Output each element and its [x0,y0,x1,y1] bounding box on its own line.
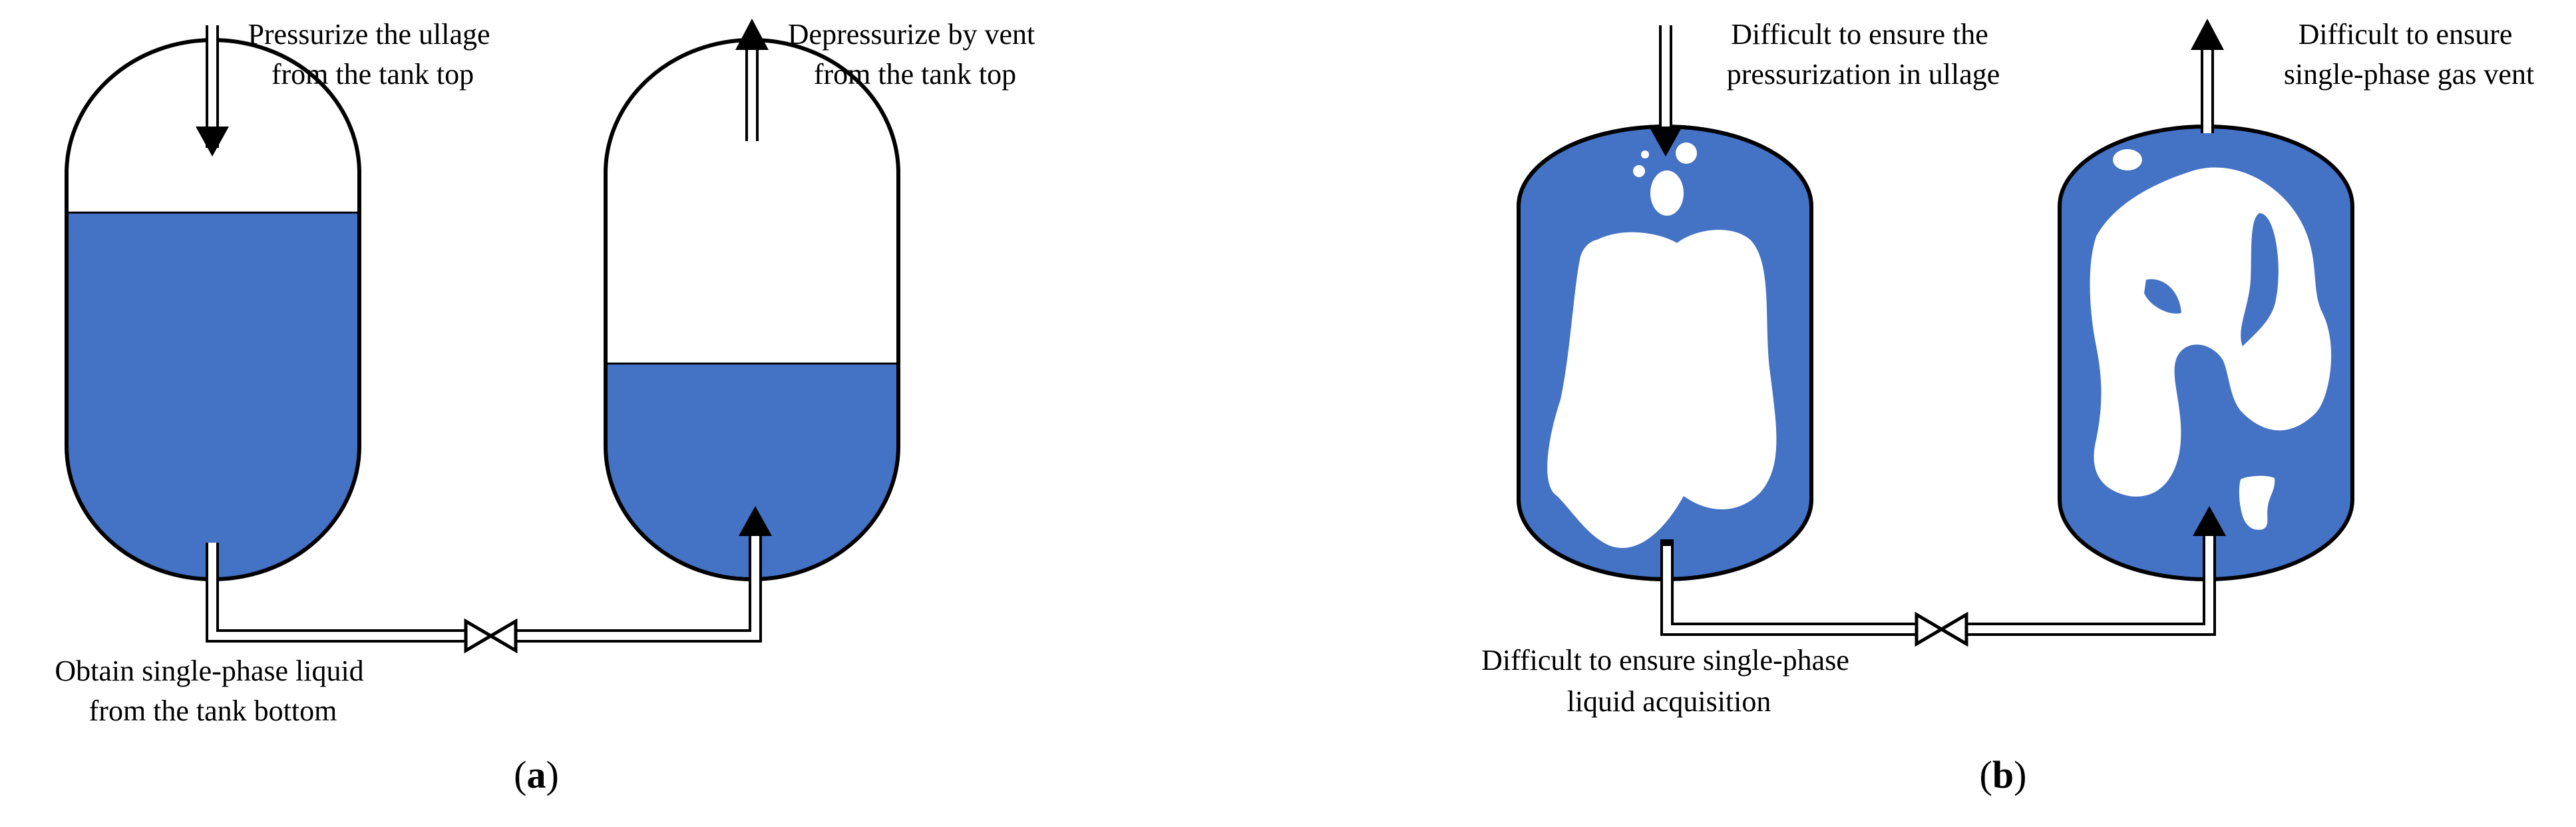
transfer-pipe-b [1660,506,2226,636]
transfer-pipe-a [206,506,772,643]
pressurize-label-b: Difficult to ensure the pressurization i… [1727,18,2000,91]
tank-b-left-outline [1517,125,1813,581]
tank-b-left-gas-bubble [1547,230,1777,548]
tank-b-right-liquid-island [2241,213,2279,346]
tank-b-right-outline [2058,125,2354,581]
valve-a-icon [464,618,518,654]
pressurize-label-a: Pressurize the ullage from the tank top [248,18,497,91]
pressurize-inlet-arrow-b [1649,25,1682,156]
pipe-arrow-a-icon [739,506,772,536]
tank-a-left-liquid [67,212,359,579]
panel-a: Pressurize the ullage from the tank top … [55,18,1042,796]
vent-label-b: Difficult to ensure single-phase gas ven… [2284,18,2534,91]
caption-a: (a) [514,753,559,796]
depressurize-label-a: Depressurize by vent from the tank top [788,18,1042,91]
pipe-arrow-b-icon [2193,506,2226,536]
tank-a-left-outline [65,38,361,581]
liquid-label-a: Obtain single-phase liquid from the tank… [55,655,371,727]
tank-a-right-outline [604,38,900,581]
tank-b-right-gas-drop [2239,475,2275,530]
tank-a-left [65,38,361,581]
tank-b-right-liquid-island [2144,279,2181,314]
valve-b-icon [1915,611,1968,647]
tank-b-left-gas-drop [1650,170,1684,216]
caption-b: (b) [1980,753,2027,796]
tank-b-left-gas-drop [1633,165,1645,177]
panel-b: Difficult to ensure the pressurization i… [1481,18,2534,796]
liquid-label-b: Difficult to ensure single-phase liquid … [1481,644,1857,718]
tank-b-left [1517,125,1813,581]
tank-b-right [2058,125,2354,581]
vent-outlet-arrow-a [735,19,769,141]
pressurize-inlet-arrow-a [196,25,229,156]
tank-b-right-gas-drop [2113,149,2142,170]
vent-outlet-arrow-b [2191,19,2224,133]
tank-b-left-gas-drop [1676,142,1697,164]
tank-b-left-gas-drop [1641,150,1649,158]
